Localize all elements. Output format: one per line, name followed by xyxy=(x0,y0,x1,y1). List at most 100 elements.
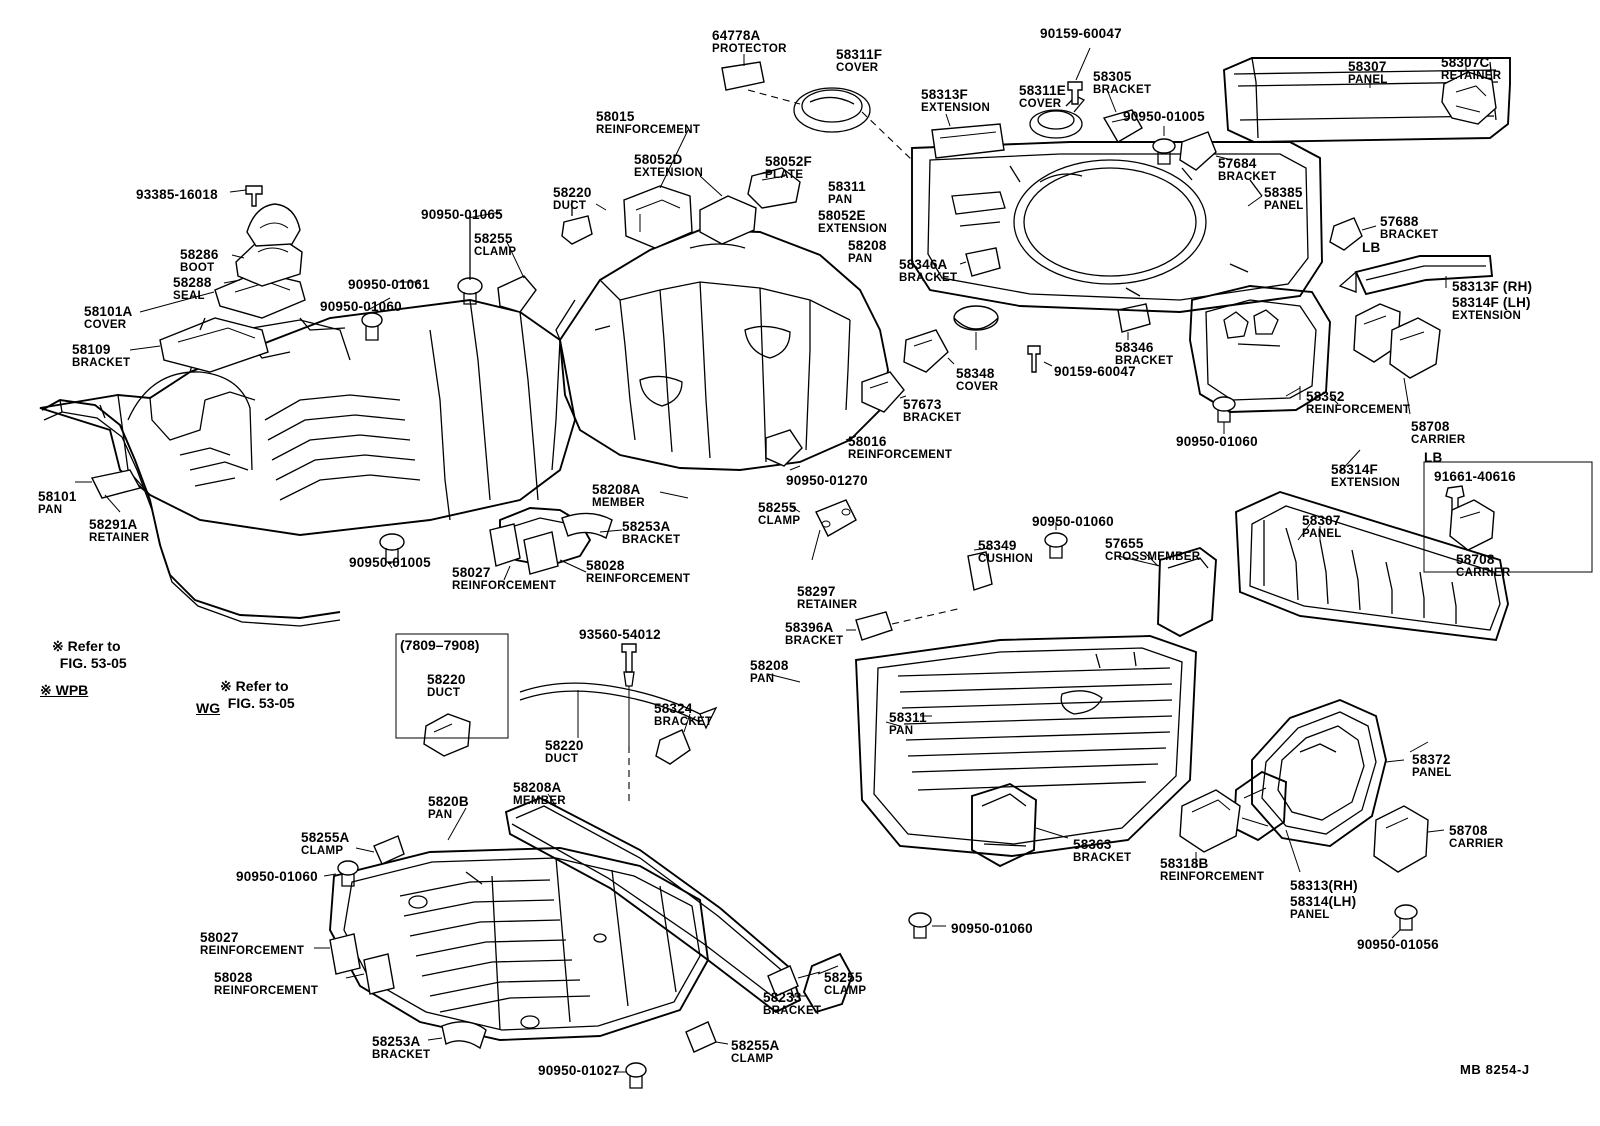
part-description: RETAINER xyxy=(89,532,150,544)
part-number: 58286 xyxy=(180,247,219,262)
part-label: 90950-01060 xyxy=(1032,515,1114,529)
part-label: LB xyxy=(1362,241,1380,255)
part-number: 58311 xyxy=(889,710,927,725)
part-number: 58015 xyxy=(596,109,635,124)
part-number: 58208 xyxy=(750,658,789,673)
part-number: 90950-01060 xyxy=(320,299,402,314)
part-number: 58028 xyxy=(586,558,625,573)
part-label: 91661-40616 xyxy=(1434,470,1516,484)
part-number: 58208 xyxy=(848,238,887,253)
part-description: PANEL xyxy=(1412,767,1452,779)
part-description: BRACKET xyxy=(903,412,962,424)
part-number: 58305 xyxy=(1093,69,1132,84)
part-number: 58708 xyxy=(1449,823,1488,838)
part-number: 58220 xyxy=(545,738,584,753)
part-number: 58220 xyxy=(427,672,466,687)
part-description: PANEL xyxy=(1264,200,1304,212)
rear-floor-pan-group xyxy=(722,48,1510,472)
part-description: CLAMP xyxy=(758,515,801,527)
part-description: MEMBER xyxy=(513,795,566,807)
part-description: PAN xyxy=(848,253,873,265)
sheet-code: MB 8254-J xyxy=(1460,1062,1530,1077)
part-number: 58027 xyxy=(452,565,491,580)
part-description: CLAMP xyxy=(301,845,344,857)
part-description: BRACKET xyxy=(899,272,958,284)
part-label: 90159-60047 xyxy=(1054,365,1136,379)
part-number: 58255A xyxy=(731,1038,780,1053)
part-description: REINFORCEMENT xyxy=(586,573,691,585)
part-description: CLAMP xyxy=(474,246,517,258)
note-date-range: (7809–7908) xyxy=(400,637,480,653)
part-number: 58255 xyxy=(758,500,797,515)
part-number: 58363 xyxy=(1073,837,1112,852)
part-description: BRACKET xyxy=(1073,852,1132,864)
part-description: CARRIER xyxy=(1456,567,1511,579)
part-description: PAN xyxy=(828,194,853,206)
part-description: RETAINER xyxy=(1441,70,1502,82)
part-label: 58314F (LH)EXTENSION xyxy=(1452,296,1531,323)
part-number: 58253A xyxy=(372,1034,421,1049)
part-number: 58708 xyxy=(1411,419,1450,434)
part-description: CARRIER xyxy=(1411,434,1466,446)
part-description: CROSSMEMBER xyxy=(1105,551,1201,563)
part-number: 58352 xyxy=(1306,389,1345,404)
part-number: 58313(RH) xyxy=(1290,878,1358,893)
part-label: 90950-01061 xyxy=(348,278,430,292)
part-number: 57655 xyxy=(1105,536,1144,551)
part-label: 58313F (RH) xyxy=(1452,280,1532,294)
part-number: 58255 xyxy=(824,970,863,985)
part-number: 58313F xyxy=(921,87,968,102)
part-description: BRACKET xyxy=(372,1049,431,1061)
part-number: 58372 xyxy=(1412,752,1451,767)
part-description: COVER xyxy=(836,62,879,74)
part-description: PAN xyxy=(889,725,914,737)
part-description: CLAMP xyxy=(731,1053,774,1065)
part-number: 58311 xyxy=(828,179,866,194)
part-description: PAN xyxy=(38,504,63,516)
part-number: 58708 xyxy=(1456,552,1495,567)
part-description: DUCT xyxy=(427,687,461,699)
part-description: REINFORCEMENT xyxy=(1160,871,1265,883)
note-refer-5305-a: ※ Refer to FIG. 53-05 xyxy=(52,638,127,671)
part-number: 90950-01027 xyxy=(538,1063,620,1078)
part-number: 58311E xyxy=(1019,83,1066,98)
part-number: 93560-54012 xyxy=(579,627,661,642)
part-description: BRACKET xyxy=(1380,229,1439,241)
part-label: 90950-01065 xyxy=(421,208,503,222)
part-number: 5820B xyxy=(428,794,469,809)
part-number: 58307 xyxy=(1302,513,1341,528)
part-number: 90950-01065 xyxy=(421,207,503,222)
part-description: RETAINER xyxy=(797,599,858,611)
part-number: 58314(LH) xyxy=(1290,894,1357,909)
part-number: 58313F (RH) xyxy=(1452,279,1533,294)
part-number: 58255 xyxy=(474,231,513,246)
part-number: 90950-01060 xyxy=(1032,514,1114,529)
part-description: BRACKET xyxy=(622,534,681,546)
part-number: 58307 xyxy=(1348,59,1387,74)
part-description: EXTENSION xyxy=(1331,477,1401,489)
part-label: 90950-01270 xyxy=(786,474,868,488)
